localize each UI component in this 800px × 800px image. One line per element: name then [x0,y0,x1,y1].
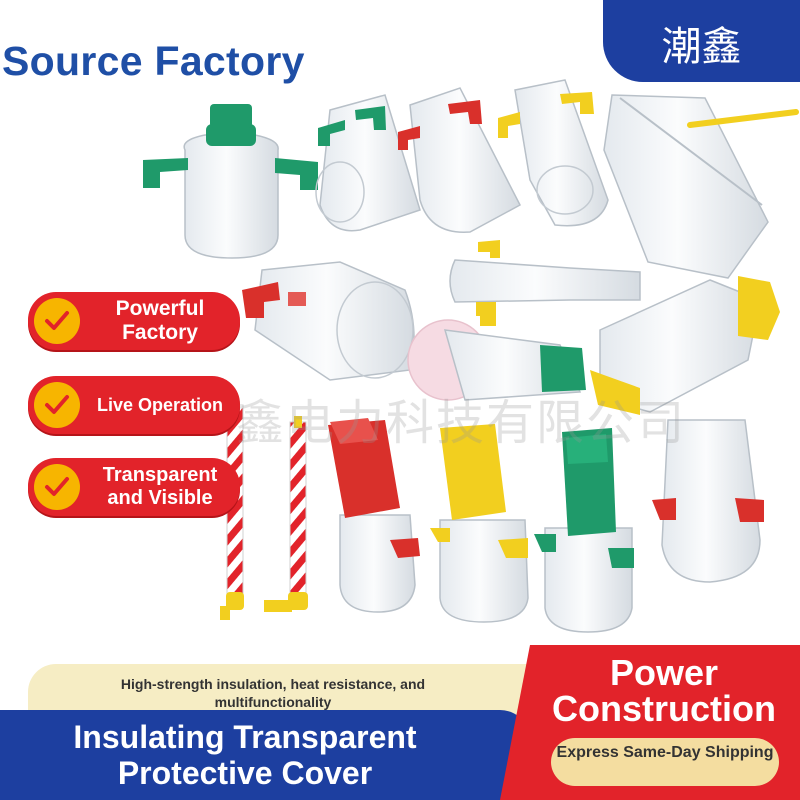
clear-elbow-cover-3 [498,79,609,227]
badge-transparent-visible: Transparent and Visible [28,458,240,516]
watermark: 鑫电力科技有限公司 [236,395,687,451]
brand-tab: 潮鑫 [603,0,800,82]
badge-label: Live Operation [96,394,224,415]
clear-elbow-cover-2 [398,87,522,233]
badge-live-operation: Live Operation [28,376,240,434]
red-clip-tall-cover [652,419,764,583]
check-icon [34,382,80,428]
clear-long-cover-with-rod [603,94,799,279]
badge-label: Transparent and Visible [102,464,218,509]
pink-tinted-cover [407,319,586,401]
badge-powerful-factory: Powerful Factory [28,292,240,350]
check-icon [34,464,80,510]
clear-elbow-cover-1 [315,94,421,232]
yellow-clip-tube-cover [449,240,641,326]
headline: Source Factory [2,38,305,84]
red-clip-cover [242,261,415,381]
shipping-text: Express Same-Day Shipping [556,744,774,761]
check-icon [34,298,80,344]
power-construction-title: Power Construction [552,652,776,729]
badge-label: Powerful Factory [115,296,205,344]
shipping-pill: Express Same-Day Shipping [551,738,779,786]
yellow-cap-angled-cover [590,276,780,415]
brand-name: 潮鑫 [661,24,742,70]
green-square-head-cover [534,428,634,633]
yellow-square-head-cover [430,424,529,623]
product-title-band: Insulating Transparent Protective Cover [0,710,530,800]
features-text: High-strength insulation, heat resistanc… [120,676,426,710]
red-square-head-cover [328,418,420,613]
green-cap-cover [143,104,318,259]
product-title: Insulating Transparent Protective Cover [73,719,417,791]
